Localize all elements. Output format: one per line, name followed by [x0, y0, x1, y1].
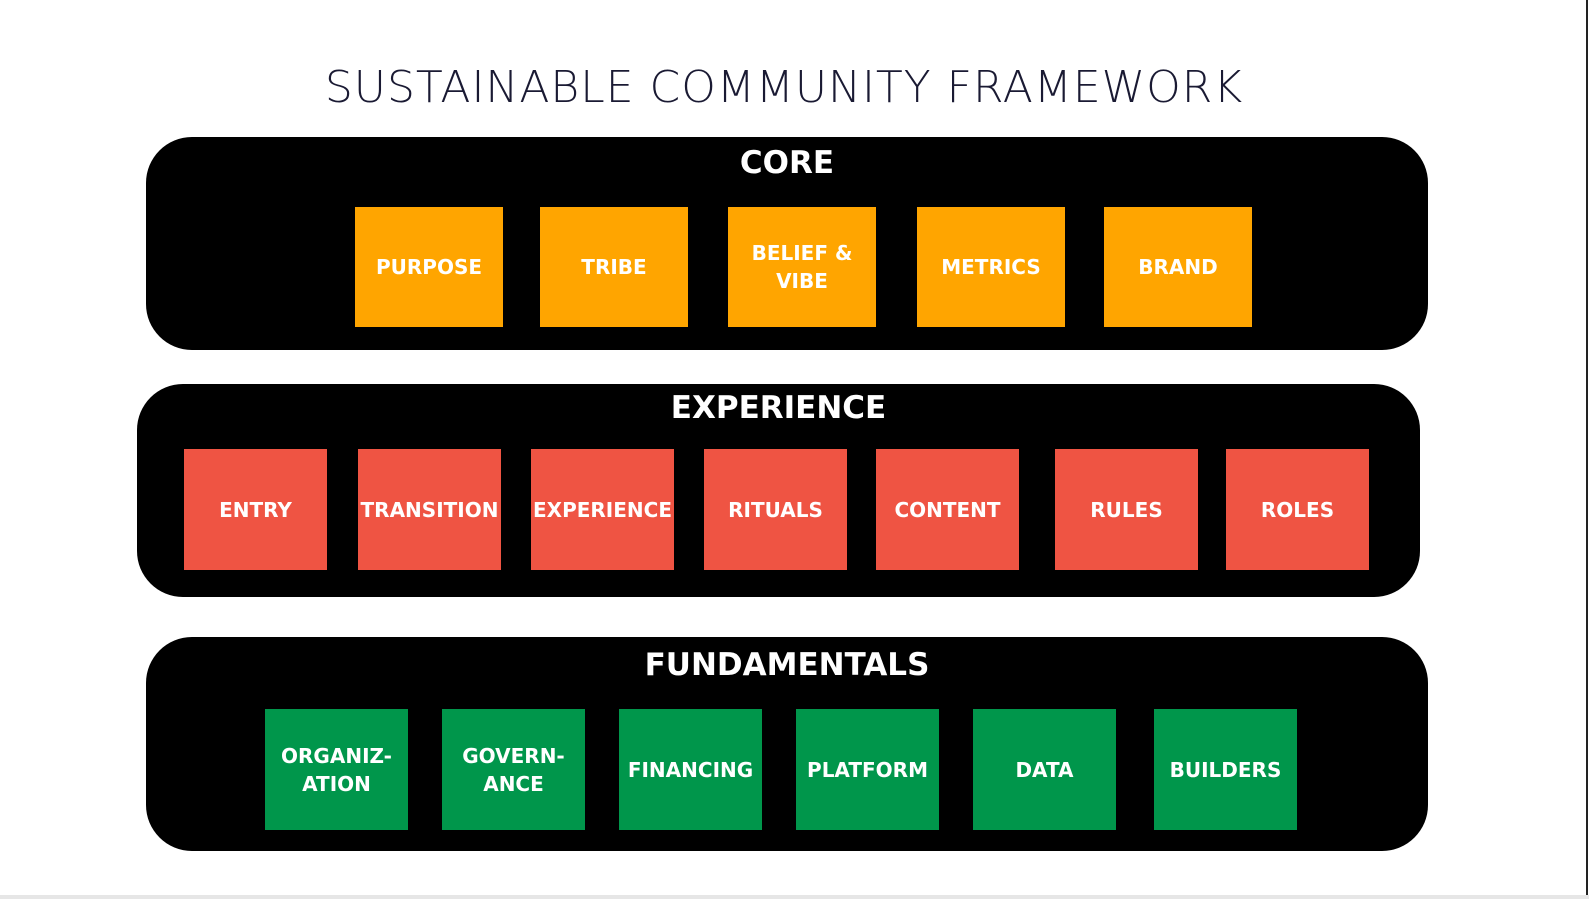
core-item-box: BELIEF & VIBE — [728, 207, 876, 327]
experience-item-box: TRANSITION — [358, 449, 501, 570]
experience-item-box: RITUALS — [704, 449, 847, 570]
fundamentals-item-box: DATA — [973, 709, 1116, 830]
experience-item-box: ROLES — [1226, 449, 1369, 570]
fundamentals-item-box: PLATFORM — [796, 709, 939, 830]
fundamentals-heading: FUNDAMENTALS — [644, 647, 930, 683]
fundamentals-panel: FUNDAMENTALS ORGANIZ- ATION GOVERN- ANCE F… — [146, 637, 1428, 851]
core-item-box: TRIBE — [540, 207, 688, 327]
core-item-box: PURPOSE — [355, 207, 503, 327]
fundamentals-item-box: GOVERN- ANCE — [442, 709, 585, 830]
fundamentals-item-box: BUILDERS — [1154, 709, 1297, 830]
diagram-title: SUSTAINABLE COMMUNITY FRAMEWORK — [324, 62, 1244, 113]
fundamentals-item-box: FINANCING — [619, 709, 762, 830]
experience-item-box: CONTENT — [876, 449, 1019, 570]
experience-heading: EXPERIENCE — [670, 390, 887, 426]
core-item-box: METRICS — [917, 207, 1065, 327]
bottom-border — [0, 895, 1589, 899]
core-panel: CORE PURPOSE TRIBE BELIEF & VIBE METRICS BRA… — [146, 137, 1428, 350]
core-item-box: BRAND — [1104, 207, 1252, 327]
right-border — [1586, 0, 1588, 895]
fundamentals-item-box: ORGANIZ- ATION — [265, 709, 408, 830]
experience-item-box: ENTRY — [184, 449, 327, 570]
experience-item-box: RULES — [1055, 449, 1198, 570]
core-heading: CORE — [739, 145, 835, 181]
experience-item-box: EXPERIENCE — [531, 449, 674, 570]
